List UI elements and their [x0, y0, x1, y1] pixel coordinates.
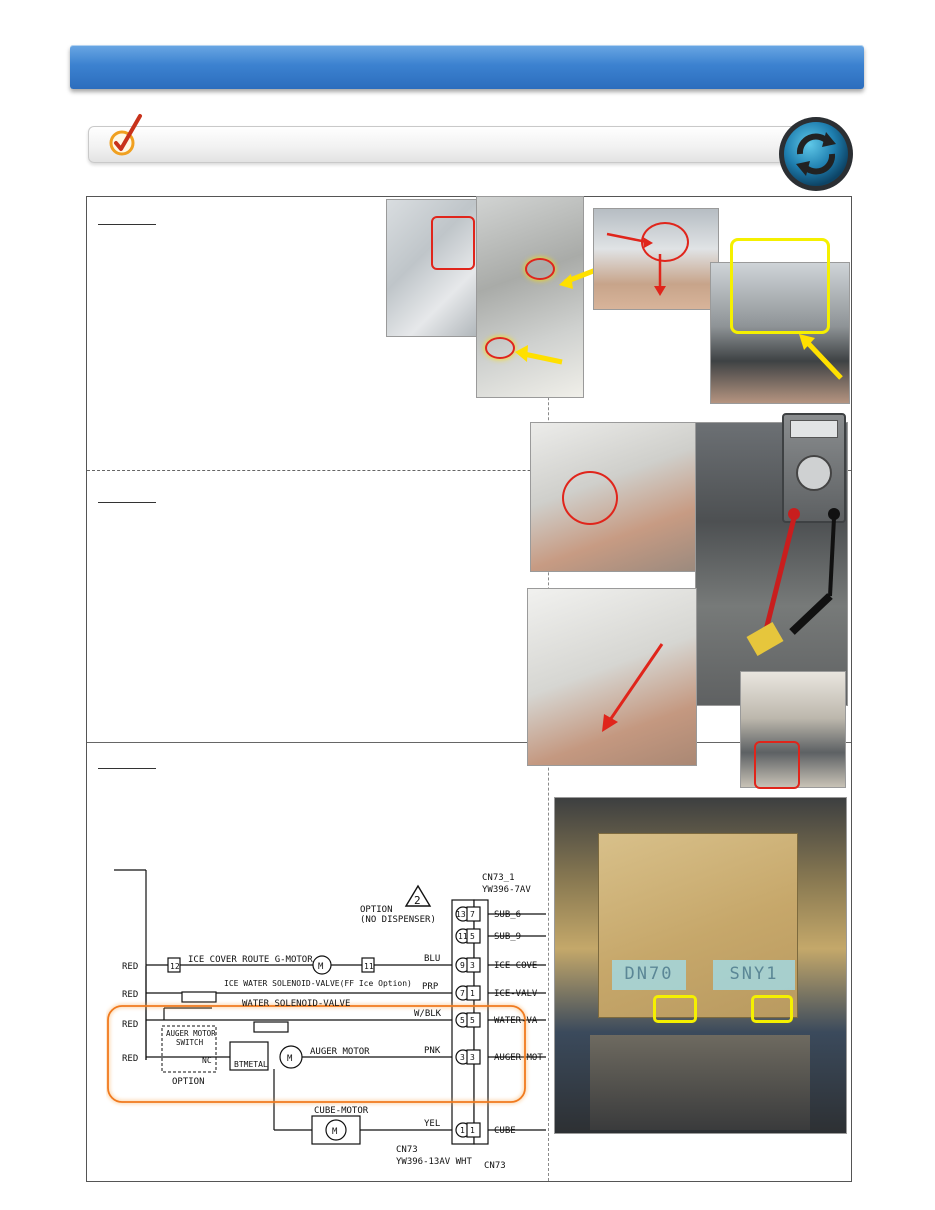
pin-right-5b: 5	[470, 1016, 475, 1025]
right-label-6: AUGER MOT	[494, 1053, 543, 1063]
photo-connector-pull	[527, 588, 697, 766]
highlight-cover-box	[730, 238, 830, 334]
right-label-2: SUB_9	[494, 932, 521, 942]
cube-motor-label: CUBE-MOTOR	[314, 1106, 369, 1116]
auger-motor-label: AUGER MOTOR	[310, 1047, 370, 1057]
page-title-bar	[70, 45, 864, 89]
multimeter-dial-icon	[796, 455, 832, 491]
right-label-5: WATER-VA	[494, 1016, 538, 1026]
red-label-2: RED	[122, 990, 138, 1000]
wire-pnk: PNK	[424, 1046, 441, 1056]
content-frame	[86, 196, 852, 1182]
pin-left-11: 11	[458, 932, 468, 941]
wiring-schematic: CN73_1 YW396-7AV OPTION (NO DISPENSER) 2…	[107, 869, 546, 1171]
pcb-lower-board	[590, 1035, 810, 1130]
step-divider-2	[87, 742, 851, 743]
step-divider-1	[87, 470, 851, 471]
wire-blu: BLU	[424, 954, 440, 964]
pin-right-1: 1	[470, 989, 475, 998]
pcb-display-2: SNY1	[713, 960, 795, 990]
right-label-7: CUBE	[494, 1126, 516, 1136]
right-label-1: SUB_6	[494, 910, 521, 920]
pin-left-3: 3	[460, 1053, 465, 1062]
step-2-heading-line	[98, 502, 156, 503]
highlight-screw-bottom	[485, 337, 515, 359]
note-number: 2	[414, 894, 421, 907]
red-arrow-icon	[606, 232, 666, 296]
refresh-arrows-icon[interactable]	[776, 114, 856, 194]
highlight-screw-top	[525, 258, 555, 280]
auger-switch-label-2: SWITCH	[176, 1038, 204, 1047]
pin-right-7: 7	[470, 910, 475, 919]
pin-right-3: 3	[470, 961, 475, 970]
highlight-connector-circle	[562, 471, 618, 525]
conn-bottom-right-label: CN73	[484, 1161, 506, 1171]
conn-bottom-label: CN73	[396, 1145, 418, 1155]
photo-connector-unplug	[530, 422, 698, 572]
pin-right-5: 5	[470, 932, 475, 941]
red-arrow-icon	[602, 643, 664, 732]
auger-motor-m: M	[287, 1054, 293, 1064]
pcb-display-1: DN70	[612, 960, 686, 990]
btmetal-label: BTMETAL	[234, 1060, 268, 1069]
multimeter-display	[790, 420, 838, 438]
option-bottom-label: OPTION	[172, 1077, 205, 1087]
water-valve-label: WATER SOLENOID-VALVE	[242, 999, 350, 1009]
right-label-3: ICE COVE	[494, 961, 537, 971]
pin-left-9: 9	[460, 961, 465, 970]
check-pen-icon	[109, 114, 142, 156]
conn-top-part: YW396-7AV	[482, 885, 531, 895]
step-1-heading-line	[98, 224, 156, 225]
pin-right-3b: 3	[470, 1053, 475, 1062]
right-label-4: ICE-VALV	[494, 989, 538, 999]
conn-bottom-part: YW396-13AV WHT	[396, 1157, 472, 1167]
pin-left-13: 13	[456, 910, 466, 919]
photo-ice-bucket	[476, 196, 584, 398]
box-right-number: 11	[364, 962, 374, 971]
red-label-1: RED	[122, 962, 138, 972]
yellow-arrow-icon	[515, 345, 563, 365]
photo-auger-motor	[740, 671, 846, 788]
yellow-arrow-icon	[799, 334, 843, 380]
red-label-4: RED	[122, 1054, 138, 1064]
highlight-pcb-connector-2	[751, 995, 793, 1023]
highlight-ice-maker-box	[431, 216, 475, 270]
wire-yel: YEL	[424, 1119, 440, 1129]
wire-prp: PRP	[422, 982, 439, 992]
ice-water-label: ICE WATER SOLENOID-VALVE(FF Ice Option)	[224, 979, 412, 988]
highlight-pcb-connector-1	[653, 995, 697, 1023]
section-subheader-bar	[88, 126, 804, 163]
highlight-motor-connector	[754, 741, 800, 789]
pin-left-1: 1	[460, 1126, 465, 1135]
option-label: OPTION	[360, 905, 393, 915]
wire-wblk: W/BLK	[414, 1009, 442, 1019]
conn-top-label: CN73_1	[482, 873, 515, 883]
auger-switch-label-1: AUGER MOTOR	[166, 1029, 216, 1038]
pin-left-7: 7	[460, 989, 465, 998]
pin-right-1b: 1	[470, 1126, 475, 1135]
cube-motor-m: M	[332, 1127, 338, 1137]
test-leads-icon	[746, 508, 840, 657]
nc-label: NC	[202, 1056, 212, 1065]
pcb-board	[598, 833, 798, 1018]
red-label-3: RED	[122, 1020, 138, 1030]
no-dispenser-label: (NO DISPENSER)	[360, 915, 436, 925]
ice-cover-label: ICE COVER ROUTE G-MOTOR	[188, 955, 313, 965]
box-left-number: 12	[170, 962, 180, 971]
pin-left-5: 5	[460, 1016, 465, 1025]
step-3-heading-line	[98, 768, 156, 769]
ice-cover-motor-m: M	[318, 962, 324, 972]
